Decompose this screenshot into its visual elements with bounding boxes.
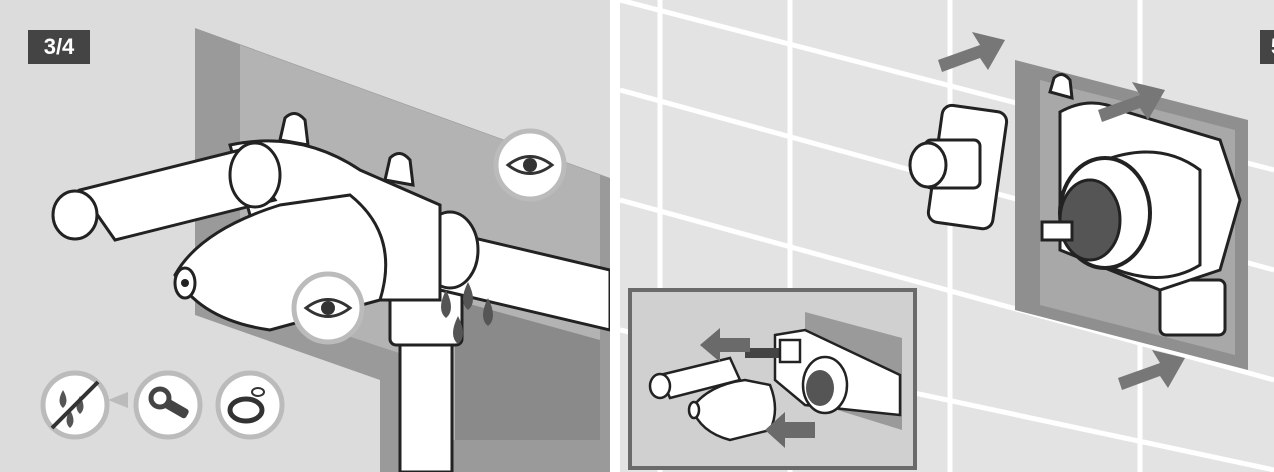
cap-hole (181, 279, 189, 287)
cartridge-cylinder (77, 148, 278, 242)
no-water-icon (40, 370, 110, 440)
thermostat-cartridge (1058, 178, 1122, 262)
arrow-icon (765, 412, 815, 448)
o-ring-icon (215, 370, 285, 440)
arrow-icon (1098, 82, 1165, 122)
cartridge-collar (228, 141, 282, 209)
installation-illustration-right (620, 0, 1274, 472)
mounting-bracket (1048, 73, 1074, 101)
mounting-bracket (278, 112, 310, 147)
step-label: 5 (1260, 30, 1274, 64)
eye-icon (291, 271, 365, 345)
spindle-end (908, 141, 948, 189)
wrench-icon (133, 370, 203, 440)
eye-icon (493, 128, 567, 202)
arrow-icon (700, 328, 750, 362)
mounting-bracket (383, 152, 415, 187)
water-drops-icon (441, 282, 493, 344)
installation-illustration-left (40, 28, 610, 472)
step-3-4-panel: 3/4 (0, 0, 610, 472)
step-5-panel: 5 (620, 0, 1274, 472)
arrow-icon (1118, 350, 1185, 390)
cartridge-end (51, 189, 99, 241)
cartridge-spindle (1040, 220, 1074, 242)
arrow-icon (108, 392, 128, 408)
arrow-icon (938, 32, 1005, 72)
step-label: 3/4 (28, 30, 90, 64)
recess-shadow (455, 300, 600, 440)
detail-inset (628, 288, 917, 470)
